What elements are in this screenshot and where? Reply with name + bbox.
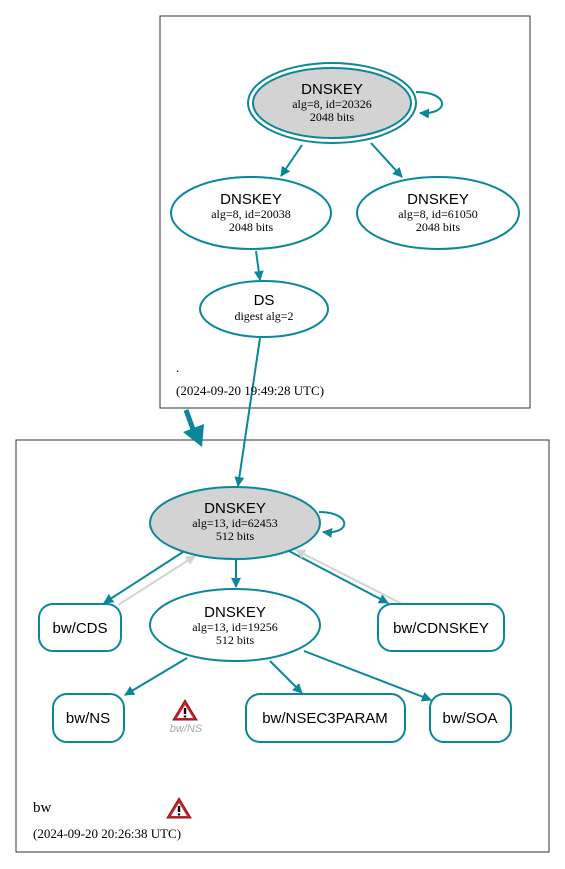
bw-ns-node[interactable]: bw/NS xyxy=(52,693,125,743)
bw-soa-label: bw/SOA xyxy=(442,710,497,727)
root-zsk2-type: DNSKEY xyxy=(407,191,469,208)
ksk-to-zsk1-edge xyxy=(280,144,303,177)
root-zsk1-detail: alg=8, id=20038 xyxy=(211,207,291,221)
root-zone-box xyxy=(159,15,531,409)
bw-ns-label: bw/NS xyxy=(66,710,110,727)
zsk1-to-ds-edge xyxy=(253,250,264,281)
cdnskey-to-bw-ksk-edge xyxy=(295,549,405,606)
bw-nsec3param-node[interactable]: bw/NSEC3PARAM xyxy=(245,693,406,743)
zsk-to-nsec3param-edge xyxy=(269,660,303,694)
root-zone-timestamp: (2024-09-20 19:49:28 UTC) xyxy=(176,383,324,398)
root-ksk-node[interactable]: DNSKEY alg=8, id=20326 2048 bits xyxy=(247,62,417,144)
bw-zsk-bits: 512 bits xyxy=(216,633,255,647)
delegation-arrow xyxy=(183,409,204,447)
bw-cds-label: bw/CDS xyxy=(52,620,107,637)
ds-to-bw-ksk-edge xyxy=(234,337,261,487)
bw-zone-name: bw xyxy=(33,800,52,816)
root-zsk2-detail: alg=8, id=61050 xyxy=(398,207,478,221)
zsk-to-soa-edge xyxy=(303,650,432,702)
bw-zsk-detail: alg=13, id=19256 xyxy=(192,620,278,634)
root-ds-detail: digest alg=2 xyxy=(234,309,293,323)
zsk-to-ns-edge xyxy=(124,657,188,696)
root-ds-type: DS xyxy=(254,292,275,309)
zone-warning-icon[interactable] xyxy=(166,797,192,819)
root-ksk-type: DNSKEY xyxy=(301,81,363,98)
root-zsk1-type: DNSKEY xyxy=(220,191,282,208)
root-zsk1-node[interactable]: DNSKEY alg=8, id=20038 2048 bits xyxy=(170,176,332,250)
bw-soa-node[interactable]: bw/SOA xyxy=(429,693,512,743)
bw-ksk-node[interactable]: DNSKEY alg=13, id=62453 512 bits xyxy=(149,486,321,560)
warning-icon xyxy=(172,699,198,721)
bw-ksk-type: DNSKEY xyxy=(204,500,266,517)
root-zsk2-bits: 2048 bits xyxy=(416,220,461,234)
root-zsk1-bits: 2048 bits xyxy=(229,220,274,234)
ksk-to-zsk2-edge xyxy=(370,142,403,178)
ns-warning-label: bw/NS xyxy=(170,723,203,735)
bw-ksk-to-cdnskey-edge xyxy=(288,550,389,604)
bw-cds-node[interactable]: bw/CDS xyxy=(38,603,122,652)
bw-ksk-self-sign-edge xyxy=(318,511,346,538)
bw-cdnskey-node[interactable]: bw/CDNSKEY xyxy=(377,603,505,652)
bw-cdnskey-label: bw/CDNSKEY xyxy=(393,620,489,637)
bw-zsk-node[interactable]: DNSKEY alg=13, id=19256 512 bits xyxy=(149,588,321,662)
bw-ksk-detail: alg=13, id=62453 xyxy=(192,516,278,530)
ksk-self-sign-edge xyxy=(415,91,443,119)
bw-zone-box xyxy=(15,439,550,853)
root-ksk-bits: 2048 bits xyxy=(310,110,355,124)
ns-warning[interactable]: bw/NS xyxy=(170,699,203,735)
root-zone-name: . xyxy=(176,360,179,375)
bw-ksk-to-cds-edge xyxy=(103,551,184,604)
bw-nsec3param-label: bw/NSEC3PARAM xyxy=(262,710,388,727)
root-ksk-detail: alg=8, id=20326 xyxy=(292,97,372,111)
root-ds-node[interactable]: DS digest alg=2 xyxy=(199,280,329,338)
cds-to-bw-ksk-edge xyxy=(117,555,196,606)
bw-zone-timestamp: (2024-09-20 20:26:38 UTC) xyxy=(33,826,181,841)
bw-zsk-type: DNSKEY xyxy=(204,604,266,621)
root-zsk2-node[interactable]: DNSKEY alg=8, id=61050 2048 bits xyxy=(356,176,520,250)
bw-ksk-bits: 512 bits xyxy=(216,529,255,543)
